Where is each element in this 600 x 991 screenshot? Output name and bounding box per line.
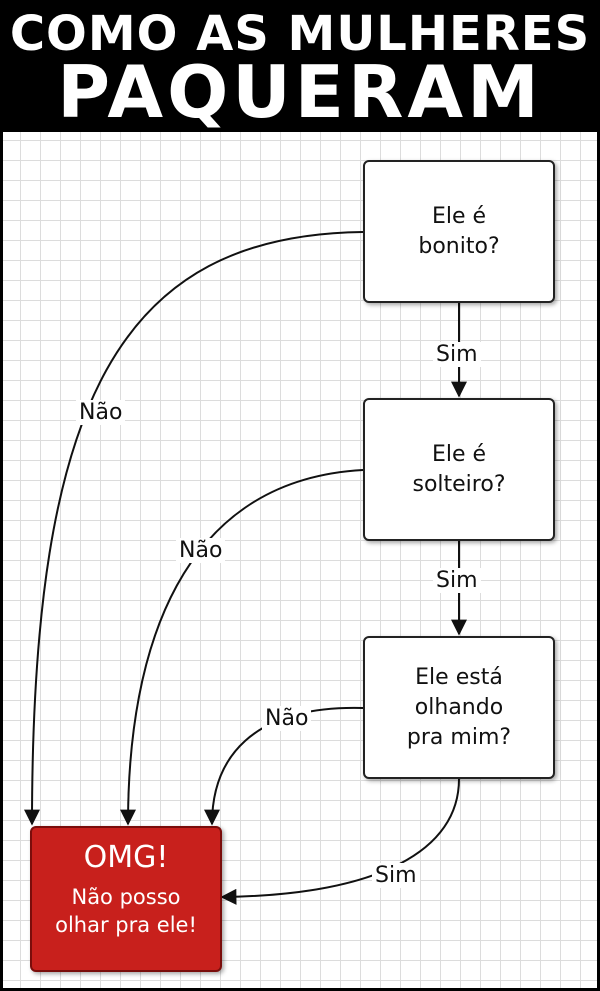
question-bonito-text: Ele é bonito? (418, 203, 500, 259)
label-nao-1: Não (76, 400, 126, 425)
result-subtitle: Não posso olhar pra ele! (55, 885, 197, 937)
question-bonito-box: Ele é bonito? (363, 160, 555, 303)
label-sim-2: Sim (433, 568, 481, 593)
title-line-1: COMO AS MULHERES (9, 6, 591, 62)
result-omg-box: OMG! Não posso olhar pra ele! (30, 826, 222, 972)
label-nao-2: Não (176, 538, 226, 563)
question-solteiro-text: Ele é solteiro? (412, 441, 506, 497)
question-olhando-box: Ele está olhando pra mim? (363, 636, 555, 779)
question-olhando-text: Ele está olhando pra mim? (406, 664, 512, 750)
header-banner: COMO AS MULHERES PAQUERAM (0, 0, 600, 134)
question-solteiro-box: Ele é solteiro? (363, 398, 555, 541)
title-line-2: PAQUERAM (57, 50, 543, 134)
label-sim-1: Sim (433, 342, 481, 367)
label-nao-3: Não (262, 706, 312, 731)
edge-q1-result (24, 231, 364, 826)
label-sim-3: Sim (372, 863, 420, 888)
edge-q2-result (120, 469, 364, 826)
edge-q3-result (220, 778, 460, 905)
result-title: OMG! (83, 840, 169, 875)
edge-q3-result-no (204, 706, 364, 826)
